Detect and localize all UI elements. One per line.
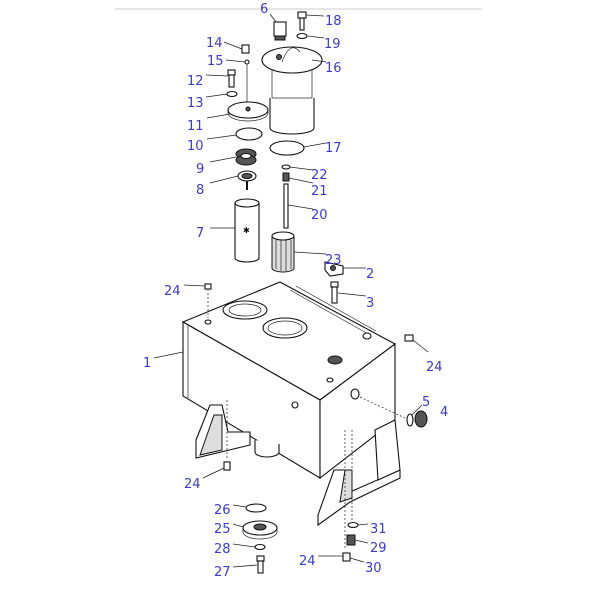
- callout-21: 21: [311, 184, 328, 199]
- part-1-tank: [181, 281, 401, 527]
- part-27-bolt: [256, 555, 265, 574]
- callout-26: 26: [214, 503, 231, 518]
- callout-7: 7: [196, 226, 204, 241]
- callout-4: 4: [440, 405, 448, 420]
- part-2-level-gauge: [324, 261, 344, 277]
- part-24-plug-b: [404, 334, 414, 342]
- callout-18: 18: [325, 14, 342, 29]
- part-13-washer: [226, 90, 238, 98]
- callout-13: 13: [187, 96, 204, 111]
- callout-6: 6: [260, 2, 268, 17]
- part-30-plug: [342, 552, 351, 562]
- callout-12: 12: [187, 74, 204, 89]
- part-19-washer: [296, 32, 308, 40]
- part-7-filter-element: ✱: [234, 198, 260, 263]
- part-25-flange: [242, 520, 278, 540]
- callout-9: 9: [196, 162, 204, 177]
- part-21-nut: [282, 172, 290, 182]
- part-16-strainer-assembly: [261, 46, 323, 135]
- part-11-cover: [227, 101, 269, 122]
- callout-labels: 6 18 19 14 15 16 12 13 11 10 17 9 22 21 …: [143, 2, 448, 580]
- callout-22: 22: [311, 168, 328, 183]
- callout-8: 8: [196, 183, 204, 198]
- callout-14: 14: [206, 36, 223, 51]
- callout-15: 15: [207, 54, 224, 69]
- part-9-spring: [235, 148, 257, 166]
- part-12-bolt: [227, 69, 236, 88]
- callout-29: 29: [370, 541, 387, 556]
- part-14-bolt: [241, 44, 250, 54]
- part-8-bypass-valve: [237, 170, 257, 190]
- part-20-rod: [283, 183, 289, 229]
- part-drawings: ✱: [181, 11, 428, 574]
- callout-16: 16: [325, 61, 342, 76]
- part-10-oring: [235, 127, 263, 141]
- part-15-oring: [244, 59, 250, 65]
- callout-10: 10: [187, 139, 204, 154]
- callout-25: 25: [214, 522, 231, 537]
- part-17-oring: [269, 140, 305, 156]
- callout-24-d: 24: [299, 554, 316, 569]
- part-29-valve: [346, 534, 356, 546]
- part-28-washer: [254, 543, 266, 551]
- callout-3: 3: [366, 296, 374, 311]
- callout-24-b: 24: [426, 360, 443, 375]
- svg-text:✱: ✱: [243, 226, 250, 235]
- callout-31: 31: [370, 522, 387, 537]
- part-4-plug: [414, 410, 428, 428]
- part-31-oring: [347, 521, 359, 529]
- callout-2: 2: [366, 267, 374, 282]
- part-3-bolt: [330, 281, 339, 304]
- part-24-plug-c: [223, 400, 231, 471]
- part-22-washer: [281, 164, 291, 170]
- callout-5: 5: [422, 395, 430, 410]
- callout-24-c: 24: [184, 477, 201, 492]
- part-18-bolt: [297, 11, 307, 31]
- callout-1: 1: [143, 356, 151, 371]
- callout-19: 19: [324, 37, 341, 52]
- part-5-oring: [406, 413, 414, 427]
- callout-23: 23: [325, 253, 342, 268]
- callout-28: 28: [214, 542, 231, 557]
- callout-11: 11: [187, 119, 204, 134]
- callout-30: 30: [365, 561, 382, 576]
- callout-27: 27: [214, 565, 231, 580]
- callout-20: 20: [311, 208, 328, 223]
- leader-lines: [153, 13, 429, 568]
- part-26-oring: [245, 503, 267, 513]
- part-24-plug-a: [204, 283, 212, 318]
- callout-24-a: 24: [164, 284, 181, 299]
- callout-17: 17: [325, 141, 342, 156]
- part-23-suction-filter: [271, 231, 295, 273]
- part-6-breather-cap: [273, 21, 287, 41]
